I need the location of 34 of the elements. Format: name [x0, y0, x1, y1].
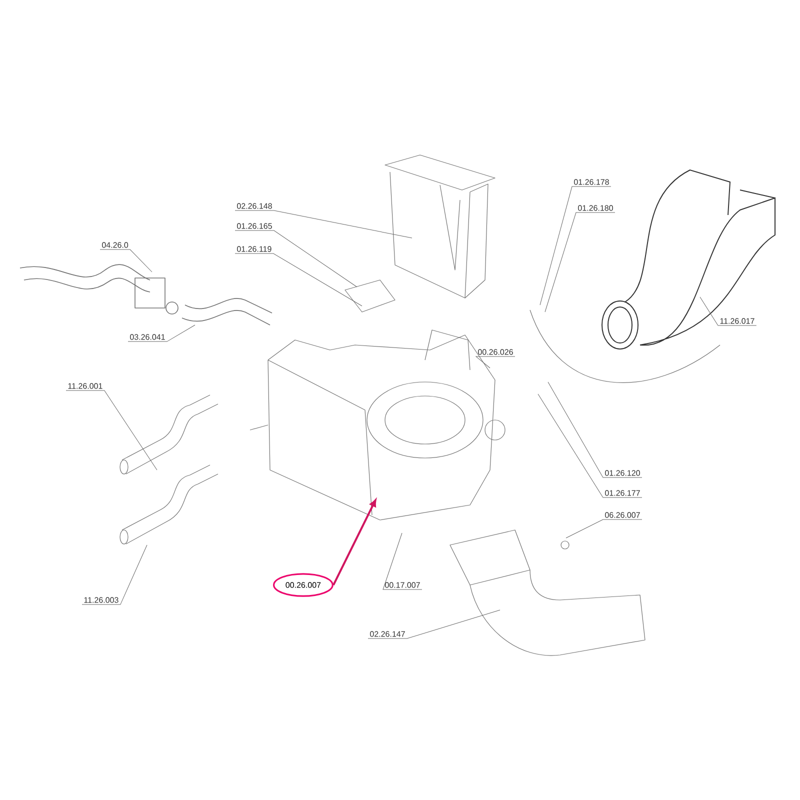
leader-line [234, 230, 358, 288]
leader-line [368, 610, 500, 639]
leader-line [476, 356, 516, 368]
part-number: 01.26.177 [605, 490, 640, 496]
part-number: 00.17.007 [385, 582, 420, 588]
circled-label: 00.26.007 [273, 573, 334, 597]
leader-line [234, 210, 412, 238]
part-number: 11.26.001 [68, 383, 102, 389]
part-number: 03.26.041 [130, 334, 165, 340]
part-number: 06.26.007 [605, 512, 640, 518]
leader-line [566, 519, 642, 538]
part-number: 01.26.178 [574, 179, 609, 185]
part-number: 04.26.0 [102, 242, 128, 248]
leader-line [540, 186, 612, 306]
leader-line [700, 296, 757, 326]
part-number: 01.26.180 [578, 205, 613, 211]
part-number: 11.26.003 [84, 597, 118, 603]
leader-line [382, 532, 422, 590]
leader-line [128, 324, 196, 342]
arrow [332, 499, 376, 586]
part-number: 01.26.120 [605, 470, 640, 476]
part-number: 01.26.119 [237, 246, 272, 252]
leader-line [538, 394, 642, 498]
leader-line [82, 544, 148, 605]
leader-line [66, 390, 158, 470]
leader-line [548, 382, 642, 478]
part-number: 00.26.026 [478, 349, 513, 355]
leader-line [234, 253, 362, 306]
leader-line [100, 249, 152, 272]
part-number: 11.26.017 [720, 318, 754, 324]
part-number: 02.26.148 [237, 203, 272, 209]
leader-line [544, 212, 616, 312]
part-number: 01.26.165 [237, 223, 272, 229]
part-number: 02.26.147 [370, 631, 405, 637]
